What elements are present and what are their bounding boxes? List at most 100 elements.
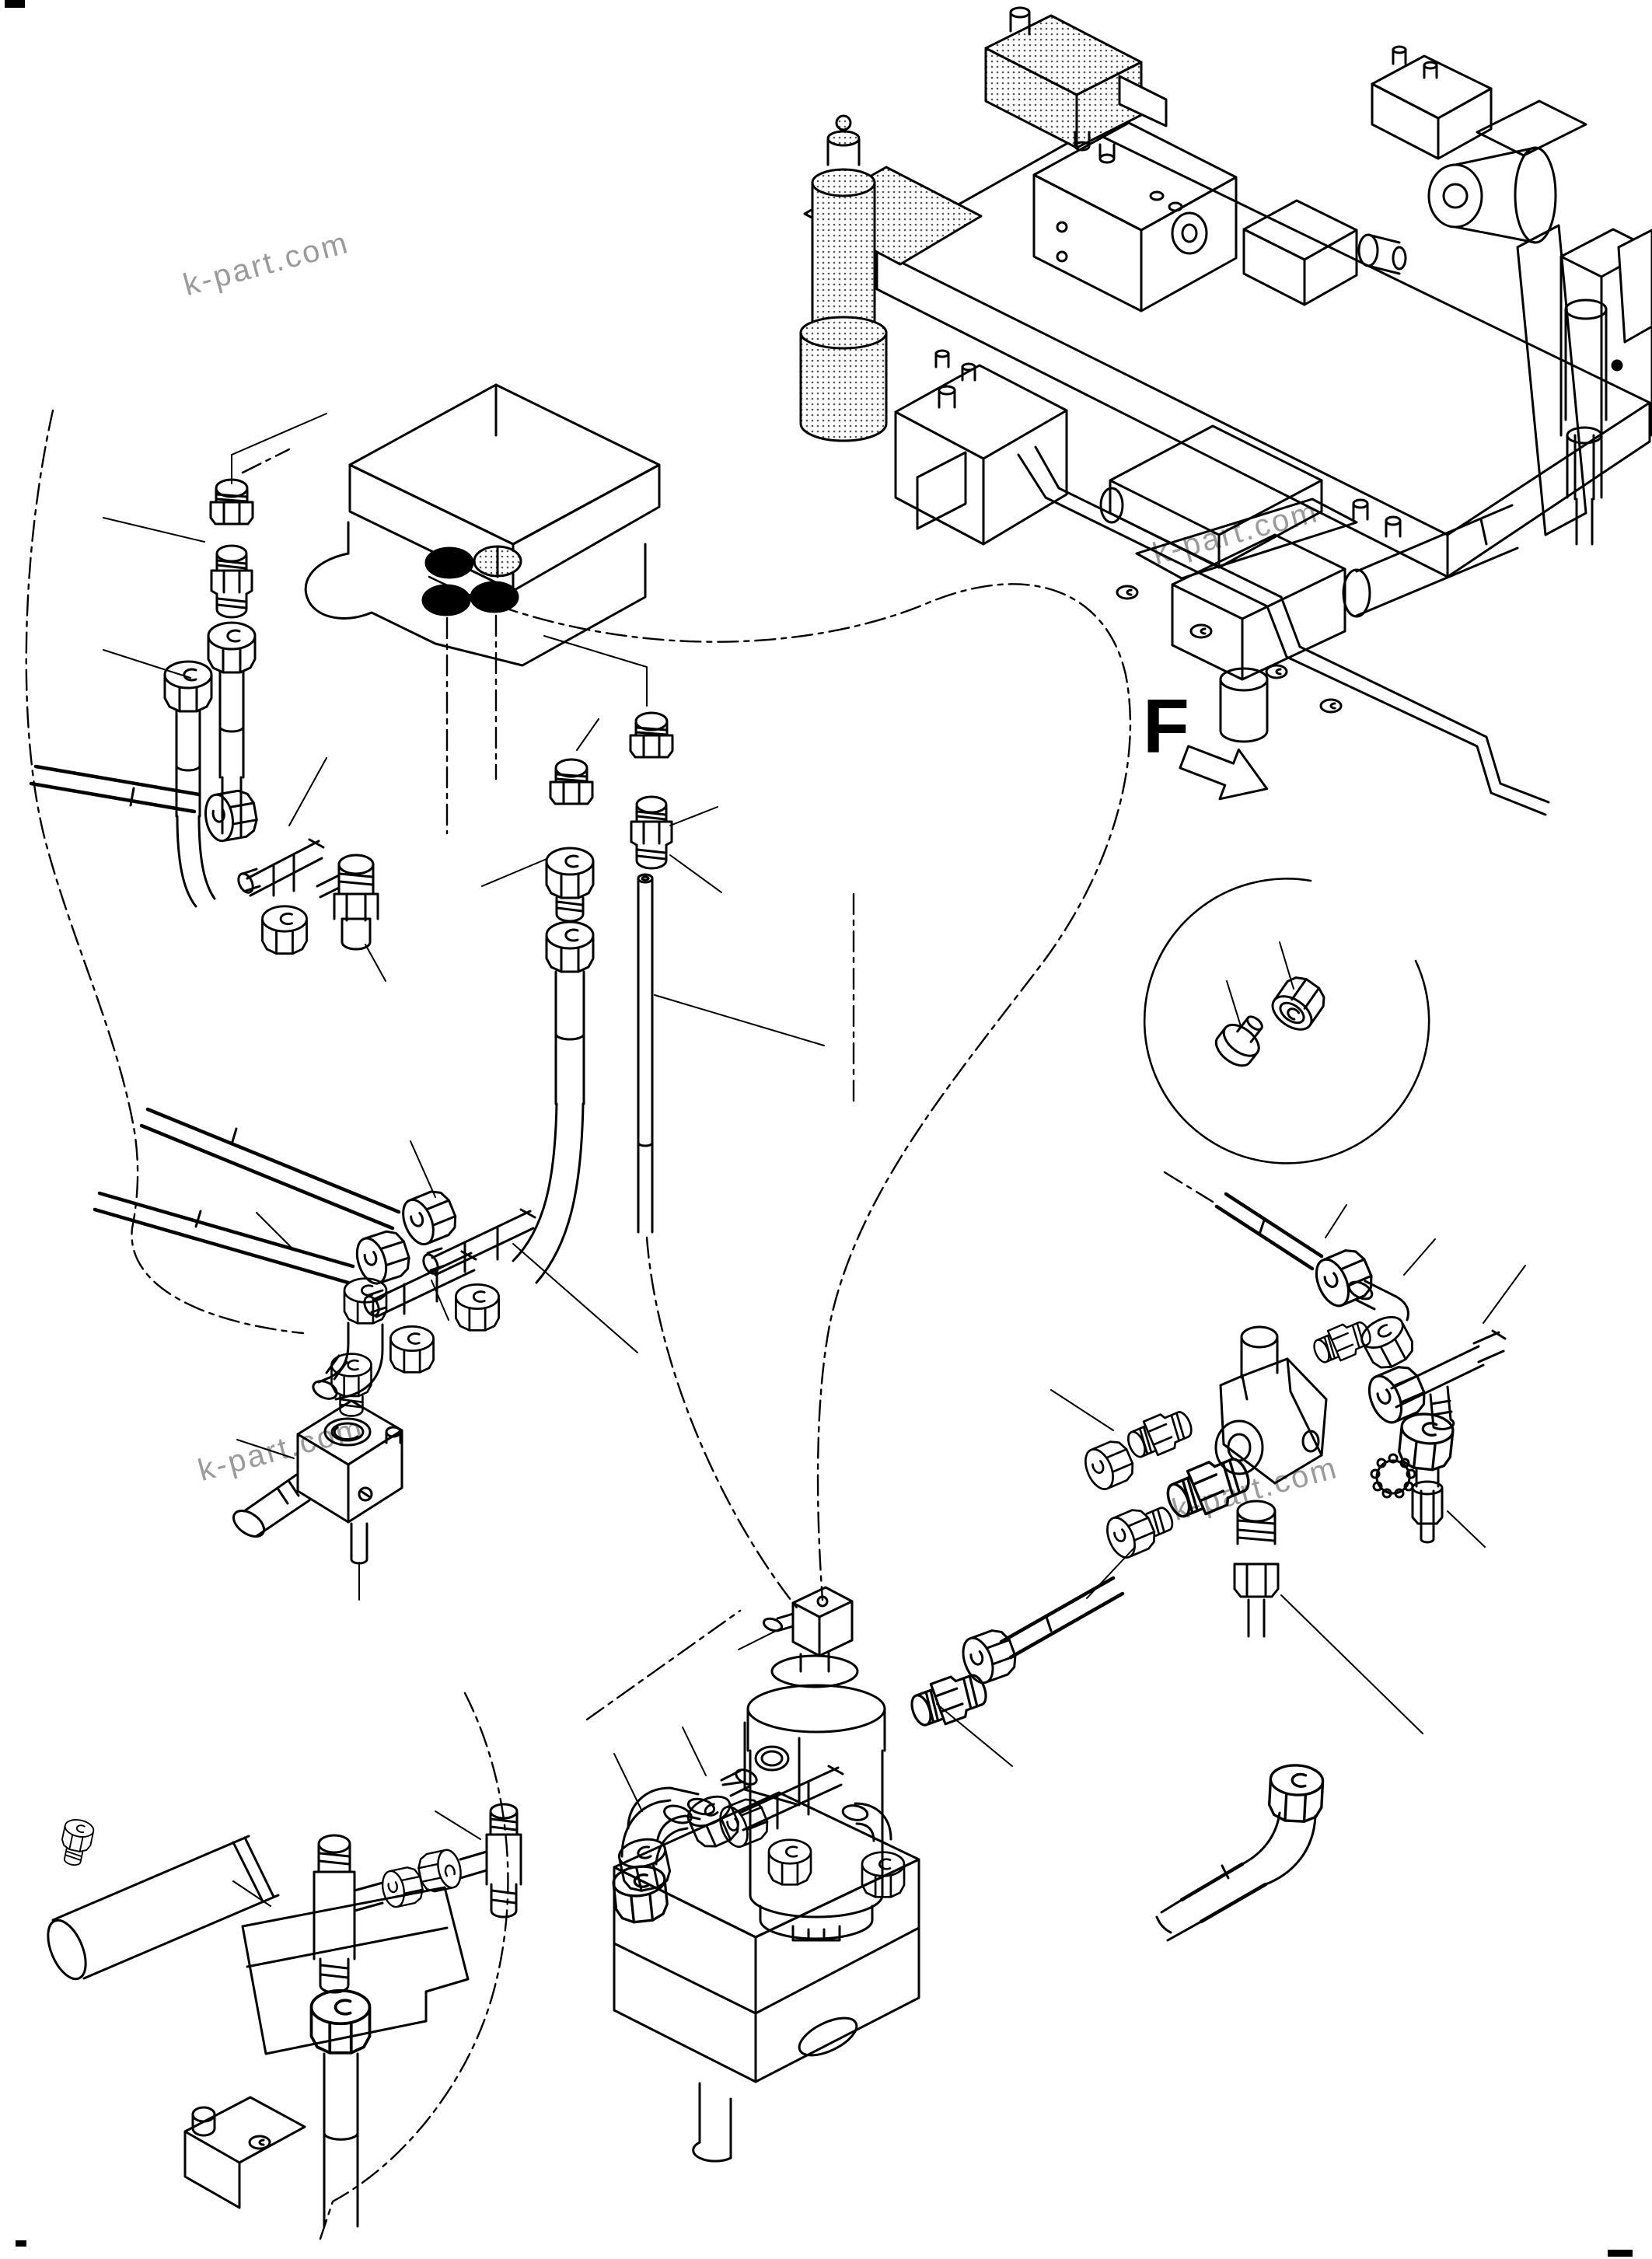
hose-assembly bbox=[1163, 1171, 1379, 1312]
elbow-fitting bbox=[841, 1802, 906, 1898]
hose-assembly bbox=[29, 764, 260, 844]
bleed-fitting bbox=[58, 1817, 96, 1868]
elbow-fitting bbox=[312, 1277, 388, 1401]
pressure-sensor bbox=[762, 1586, 859, 1688]
view-label-F: F bbox=[1143, 683, 1189, 769]
watermarks: k-part.com k-part.com k-part.com k-part.… bbox=[180, 225, 1342, 1528]
elbow-fitting bbox=[1347, 1280, 1420, 1375]
bottom-left-valve-assembly bbox=[47, 1765, 920, 2228]
leader-line bbox=[738, 1627, 783, 1650]
relief-valve-cluster bbox=[1050, 1171, 1526, 1734]
leader-line bbox=[256, 1212, 292, 1248]
page-edge-marks bbox=[5, 0, 1633, 2257]
manifold-block bbox=[232, 1399, 403, 1601]
solenoid-valve bbox=[1371, 45, 1493, 160]
leader-line bbox=[410, 1140, 436, 1198]
mid-left-cluster bbox=[29, 660, 386, 982]
leader-line bbox=[669, 806, 718, 826]
leader-line bbox=[365, 944, 386, 982]
mounting-bracket bbox=[241, 1886, 470, 2055]
cartridge-plug bbox=[232, 1472, 311, 1538]
manifold-block-assembly bbox=[1032, 121, 1238, 312]
edge-mark bbox=[5, 0, 25, 8]
leader-line bbox=[435, 1810, 481, 1840]
hose-assembly bbox=[512, 920, 595, 1284]
tee-fitting bbox=[363, 1250, 477, 1374]
nipple-fitting bbox=[905, 1666, 993, 1734]
watermark-text: k-part.com bbox=[194, 1411, 368, 1488]
hose-bundle-cluster bbox=[93, 1107, 638, 1416]
test-coupling-with-dust-cap bbox=[1370, 1410, 1456, 1544]
nipple-fitting bbox=[210, 544, 253, 619]
pump-unit bbox=[1427, 100, 1587, 244]
control-valve-assembly-view-F bbox=[799, 6, 1652, 816]
solenoid-valve-lower bbox=[1099, 424, 1402, 743]
port-plug bbox=[209, 478, 254, 525]
drain-plug bbox=[791, 1925, 841, 1942]
tee-fitting bbox=[414, 1803, 522, 1919]
detail-circle-view bbox=[1143, 878, 1430, 1164]
filter-bracket bbox=[743, 1721, 801, 1807]
hose-assembly bbox=[956, 1576, 1125, 1688]
leader-line bbox=[1447, 1510, 1486, 1548]
leader-line bbox=[232, 1880, 271, 1907]
edge-mark bbox=[16, 2240, 26, 2247]
right-valve-cluster bbox=[1342, 224, 1652, 618]
compression-fitting bbox=[1102, 1497, 1179, 1562]
leader-line bbox=[431, 1280, 449, 1321]
view-arrow-icon bbox=[1179, 745, 1269, 801]
leader-line bbox=[654, 994, 825, 1046]
relief-valve bbox=[1214, 1325, 1328, 1485]
solenoid-valve-hatched bbox=[984, 6, 1168, 149]
center-lines bbox=[25, 409, 1132, 2240]
leader-line bbox=[481, 858, 547, 887]
port-plug bbox=[1233, 1500, 1280, 1638]
leader-line bbox=[1403, 1238, 1436, 1276]
tee-fitting bbox=[237, 838, 325, 955]
inline-filter-assembly bbox=[610, 1576, 1125, 1942]
accumulator-cylinder bbox=[47, 1835, 280, 1981]
edge-mark bbox=[1608, 2250, 1633, 2257]
pipe-with-nut bbox=[309, 1988, 372, 2228]
leader-line bbox=[682, 1727, 707, 1776]
valve-unit-left bbox=[894, 349, 1068, 546]
union-fitting bbox=[630, 795, 673, 870]
nipple-fitting bbox=[1308, 1315, 1376, 1370]
leader-line bbox=[1050, 1389, 1114, 1431]
watermark-text: k-part.com bbox=[180, 225, 353, 302]
hose-assembly bbox=[139, 1107, 463, 1250]
middle-fitting-column bbox=[481, 711, 825, 1284]
port-marker-filled bbox=[421, 584, 471, 616]
leader-line bbox=[613, 1753, 643, 1812]
leader-line bbox=[669, 854, 722, 893]
port-plug bbox=[629, 711, 674, 759]
center-line bbox=[241, 448, 291, 474]
leader-line bbox=[1325, 1204, 1347, 1238]
nipple-fitting bbox=[1122, 1404, 1198, 1465]
leader-line bbox=[1483, 1265, 1526, 1324]
hose-elbow bbox=[1155, 1762, 1325, 1942]
detail-plug bbox=[1214, 1015, 1263, 1067]
leader-line bbox=[103, 649, 191, 679]
leader-line bbox=[288, 757, 327, 826]
leader-line bbox=[512, 1243, 638, 1353]
port-marker-filled bbox=[470, 581, 519, 613]
leader-line bbox=[1279, 941, 1294, 990]
elbow-fitting bbox=[610, 1799, 693, 1926]
pilot-solenoid-valve-block bbox=[231, 383, 661, 835]
detail-circle bbox=[1143, 878, 1430, 1164]
check-valve-fitting bbox=[316, 854, 379, 951]
hose-assembly bbox=[207, 621, 257, 837]
leader-line bbox=[1226, 980, 1242, 1027]
pressure-switch bbox=[1242, 199, 1407, 306]
port-plug bbox=[549, 758, 594, 805]
filter-regulator-hatched bbox=[799, 114, 983, 442]
elbow-fitting bbox=[615, 1786, 716, 1895]
leader-line bbox=[236, 1439, 295, 1459]
compression-fitting bbox=[547, 848, 593, 921]
tee-fitting bbox=[1361, 1329, 1507, 1430]
steel-tube bbox=[637, 873, 654, 1234]
compression-fitting bbox=[332, 1354, 372, 1416]
leader-line bbox=[103, 517, 205, 543]
